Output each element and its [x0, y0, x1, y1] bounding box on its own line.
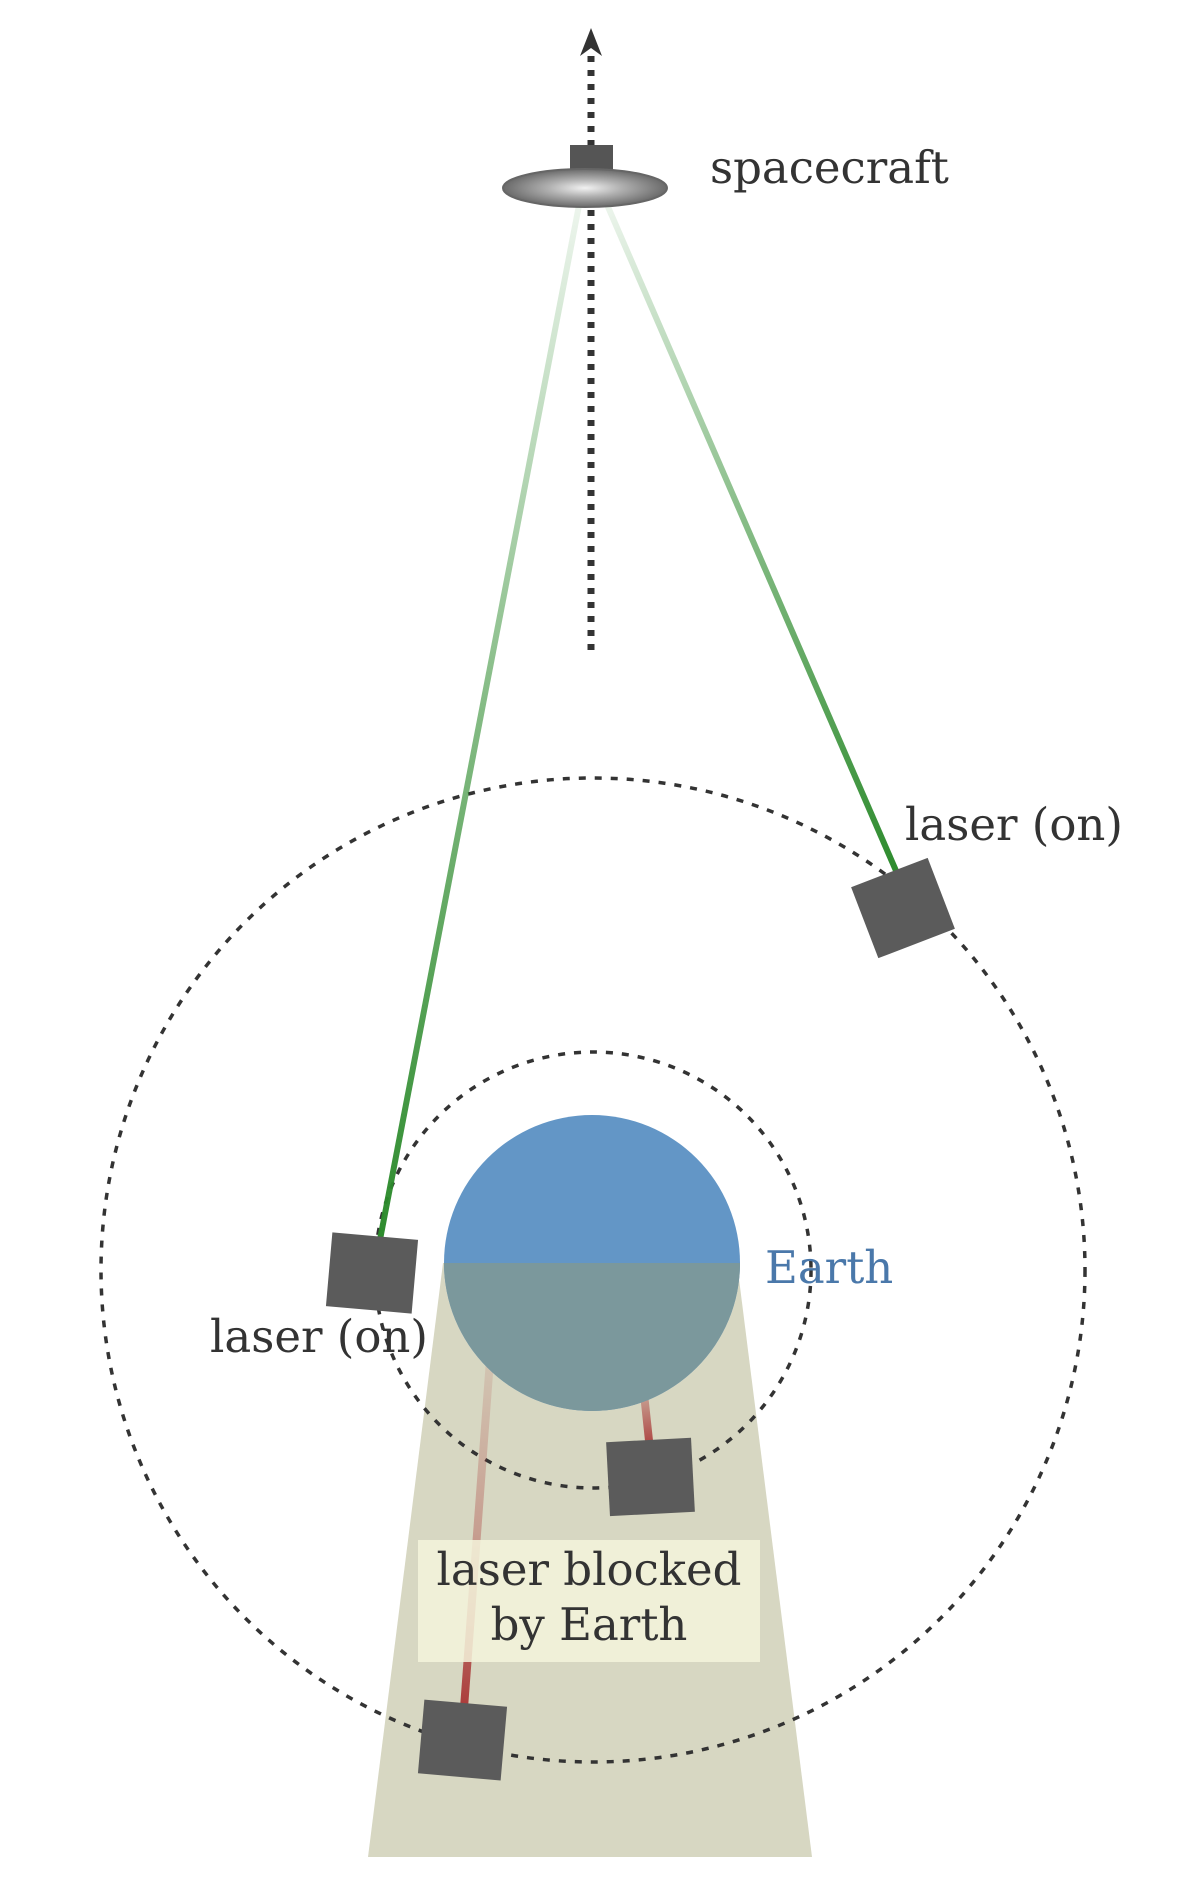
trajectory-arrow-icon: [580, 28, 602, 56]
spacecraft-label: spacecraft: [710, 141, 949, 194]
blocked-label-line1: laser blocked: [437, 1543, 742, 1596]
earth-icon: [444, 1115, 740, 1411]
laser-beam-left: [375, 199, 583, 1251]
laser-on-label-left: laser (on): [210, 1310, 428, 1363]
blocked-label-line2: by Earth: [491, 1598, 688, 1651]
outer-orbit: [99, 776, 1087, 1764]
laser-beam-right: [602, 198, 903, 882]
laser-on-label-upper: laser (on): [905, 798, 1123, 851]
inner-orbit: [373, 1050, 813, 1490]
spacecraft-icon: [502, 145, 668, 208]
laser-station-blocked-right: [606, 1437, 695, 1517]
laser-station-left: [325, 1232, 419, 1314]
blocked-label-box: [418, 1540, 760, 1662]
earth-label: Earth: [765, 1241, 893, 1294]
laser-station-blocked-bottom: [417, 1699, 508, 1781]
laser-station-upper-right: [851, 857, 955, 959]
